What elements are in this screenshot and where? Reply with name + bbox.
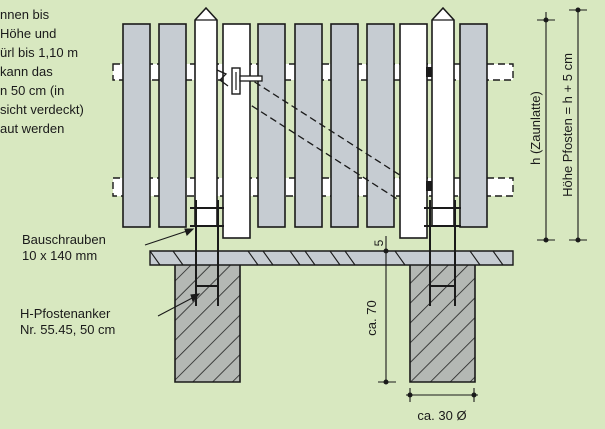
picket <box>294 23 323 228</box>
h-post-anchors <box>190 200 461 306</box>
left-post <box>194 6 218 227</box>
text-line: nnen bis <box>0 7 50 22</box>
bauschrauben-size-label: 10 x 140 mm <box>22 248 97 263</box>
concrete-foundations <box>174 257 476 383</box>
picket <box>330 23 359 228</box>
hoehe-pfosten-label: Höhe Pfosten = h + 5 cm <box>560 53 575 197</box>
text-line: kann das <box>0 64 53 79</box>
dimension-lines <box>378 7 587 402</box>
gate-latch <box>216 67 263 95</box>
dim-5-label: 5 <box>372 239 386 246</box>
pfostenanker-number-label: Nr. 55.45, 50 cm <box>20 322 115 337</box>
right-post <box>431 6 455 227</box>
paving-slab <box>149 250 514 266</box>
gate-diagonal-brace <box>223 69 421 207</box>
instruction-text: nnen bis Höhe und ürl bis 1,10 m kann da… <box>0 7 84 136</box>
picket <box>122 23 151 228</box>
picket <box>366 23 395 228</box>
right-foundation <box>409 257 476 383</box>
pfostenanker-label: H-Pfostenanker <box>20 306 111 321</box>
text-line: ürl bis 1,10 m <box>0 45 78 60</box>
picket <box>257 23 286 228</box>
text-line: aut werden <box>0 121 64 136</box>
left-foundation <box>174 257 241 383</box>
h-zaunlatte-label: h (Zaunlatte) <box>528 91 543 165</box>
gate-hinges <box>426 67 433 191</box>
picket <box>459 23 488 228</box>
fence-posts <box>194 6 455 227</box>
text-line: Höhe und <box>0 26 56 41</box>
text-line: sicht verdeckt) <box>0 102 84 117</box>
dim-30-label: ca. 30 Ø <box>417 408 466 423</box>
dim-70-label: ca. 70 <box>364 300 379 335</box>
fence-pickets <box>122 23 488 228</box>
gate-boards <box>222 23 428 239</box>
bauschrauben-label: Bauschrauben <box>22 232 106 247</box>
leader-lines <box>144 228 201 317</box>
text-line: n 50 cm (in <box>0 83 64 98</box>
picket <box>158 23 187 228</box>
